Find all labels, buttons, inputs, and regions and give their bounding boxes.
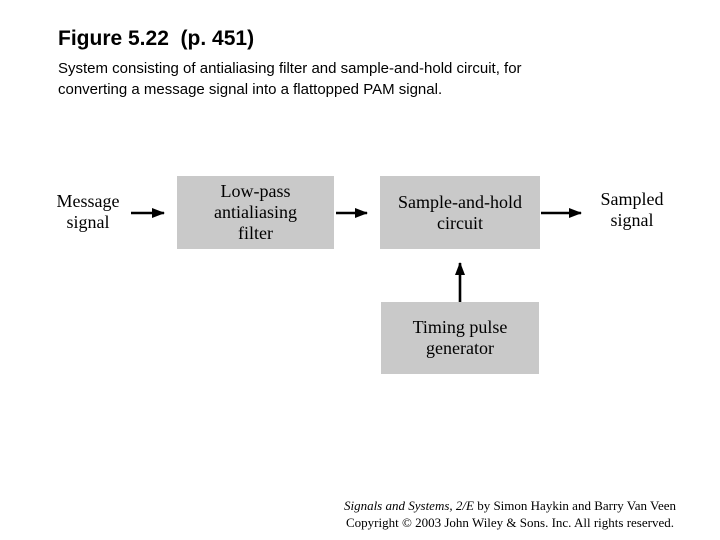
sampled-signal-label: Sampled signal xyxy=(580,189,684,231)
figure-caption-line-2: converting a message signal into a flatt… xyxy=(58,81,443,98)
footer-book-title: Signals and Systems, 2/E xyxy=(343,498,474,513)
sampled-signal-label-line-2: signal xyxy=(610,210,654,230)
block-lowpass-label-line-1: Low-pass xyxy=(220,181,291,201)
figure-caption: System consisting of antialiasing filter… xyxy=(58,58,522,100)
footer-credit-line-1: Signals and Systems, 2/E by Simon Haykin… xyxy=(300,497,720,514)
block-lowpass-label-line-2: antialiasing xyxy=(214,202,297,222)
figure-title: Figure 5.22 (p. 451) xyxy=(58,27,255,50)
block-timing-pulse-generator: Timing pulse generator xyxy=(381,302,539,374)
message-signal-label-line-2: signal xyxy=(66,212,110,232)
footer-credit: Signals and Systems, 2/E by Simon Haykin… xyxy=(300,497,720,531)
block-sah-label-line-2: circuit xyxy=(437,212,483,233)
block-sample-and-hold-circuit: Sample-and-hold circuit xyxy=(380,176,540,249)
block-timing-label-line-2: generator xyxy=(426,338,494,358)
block-timing-label-line-1: Timing pulse xyxy=(412,317,508,337)
block-lowpass-antialiasing-filter: Low-pass antialiasing filter xyxy=(177,176,334,249)
sampled-signal-label-line-1: Sampled xyxy=(600,189,664,209)
message-signal-label: Message signal xyxy=(36,191,140,233)
figure-caption-line-1: System consisting of antialiasing filter… xyxy=(58,60,522,77)
message-signal-label-line-1: Message xyxy=(56,191,120,211)
footer-copyright-line: Copyright © 2003 John Wiley & Sons. Inc.… xyxy=(346,515,674,530)
footer-authors: by Simon Haykin and Barry Van Veen xyxy=(473,498,677,513)
block-sah-label-line-1: Sample-and-hold xyxy=(398,191,522,212)
block-lowpass-label-line-3: filter xyxy=(238,223,273,243)
